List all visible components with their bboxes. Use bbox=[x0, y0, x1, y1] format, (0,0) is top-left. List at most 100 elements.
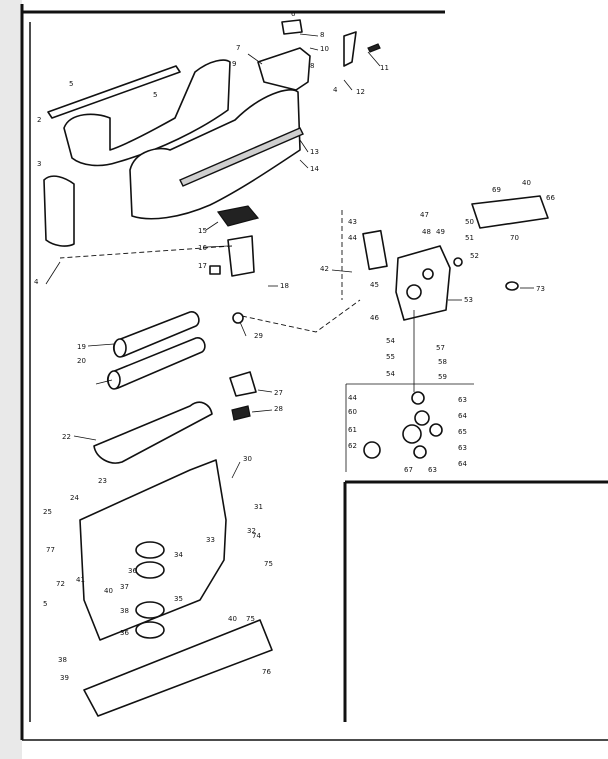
label-5c: 5 bbox=[43, 600, 47, 608]
label-33: 33 bbox=[206, 536, 215, 544]
part-pin-11 bbox=[367, 43, 381, 53]
part-bar-5 bbox=[47, 65, 181, 119]
roller-group bbox=[95, 311, 257, 421]
label-12: 12 bbox=[356, 88, 365, 96]
label-39: 39 bbox=[60, 674, 69, 682]
connector-lines bbox=[59, 210, 361, 333]
label-27: 27 bbox=[274, 389, 283, 397]
label-37: 37 bbox=[120, 583, 129, 591]
label-18: 18 bbox=[280, 282, 289, 290]
label-38a: 38 bbox=[120, 607, 129, 615]
label-66: 66 bbox=[546, 194, 555, 202]
label-57: 57 bbox=[436, 344, 445, 352]
label-34: 34 bbox=[174, 551, 183, 559]
part-gear-59 bbox=[411, 391, 425, 405]
label-65: 65 bbox=[458, 428, 467, 436]
label-55: 55 bbox=[386, 353, 395, 361]
part-housing-45 bbox=[395, 245, 451, 321]
part-ring-34 bbox=[135, 541, 165, 559]
label-75b: 75 bbox=[246, 615, 255, 623]
label-67: 67 bbox=[404, 466, 413, 474]
label-20: 20 bbox=[77, 357, 86, 365]
part-housing-main bbox=[129, 89, 301, 220]
label-54b: 54 bbox=[386, 370, 395, 378]
part-lever-12 bbox=[343, 31, 357, 67]
label-76: 76 bbox=[262, 668, 271, 676]
label-16: 16 bbox=[198, 244, 207, 252]
label-73: 73 bbox=[536, 285, 545, 293]
label-42: 42 bbox=[320, 265, 329, 273]
part-gear-64 bbox=[413, 445, 427, 459]
label-50: 50 bbox=[465, 218, 474, 226]
label-5: 5 bbox=[69, 80, 73, 88]
label-64b: 64 bbox=[458, 460, 467, 468]
label-62: 62 bbox=[348, 442, 357, 450]
label-36b: 36 bbox=[120, 629, 129, 637]
label-59: 59 bbox=[438, 373, 447, 381]
label-63c: 63 bbox=[428, 466, 437, 474]
label-9: 9 bbox=[232, 60, 236, 68]
part-plate-43 bbox=[362, 229, 388, 271]
lower-frame-group bbox=[79, 401, 273, 717]
label-46: 46 bbox=[370, 314, 379, 322]
label-43: 43 bbox=[348, 218, 357, 226]
label-77: 77 bbox=[46, 546, 55, 554]
label-58: 58 bbox=[438, 358, 447, 366]
label-75a: 75 bbox=[264, 560, 273, 568]
part-gear-61 bbox=[402, 424, 422, 444]
label-2: 2 bbox=[37, 116, 41, 124]
part-block-28 bbox=[231, 405, 251, 421]
part-washer-52 bbox=[453, 257, 463, 267]
label-63a: 63 bbox=[458, 396, 467, 404]
label-54a: 54 bbox=[386, 337, 395, 345]
part-cube-17 bbox=[209, 265, 221, 275]
label-31: 31 bbox=[254, 503, 263, 511]
label-45: 45 bbox=[370, 281, 379, 289]
label-35: 35 bbox=[174, 595, 183, 603]
part-ring-38 bbox=[135, 621, 165, 639]
label-6: 6 bbox=[291, 10, 296, 18]
label-41: 41 bbox=[76, 576, 85, 584]
label-51: 51 bbox=[465, 234, 474, 242]
label-40a: 40 bbox=[104, 587, 113, 595]
label-48: 48 bbox=[422, 228, 431, 236]
part-panel-3 bbox=[43, 175, 75, 247]
label-8b: 8 bbox=[310, 62, 314, 70]
part-gear-63 bbox=[414, 410, 430, 426]
label-4-left: 4 bbox=[34, 278, 39, 286]
label-8: 8 bbox=[320, 31, 324, 39]
label-40b: 40 bbox=[228, 615, 237, 623]
label-64a: 64 bbox=[458, 412, 467, 420]
label-44a: 44 bbox=[348, 234, 357, 242]
label-11: 11 bbox=[380, 64, 389, 72]
label-36a: 36 bbox=[128, 567, 137, 575]
part-cover-66 bbox=[471, 195, 549, 229]
label-53: 53 bbox=[464, 296, 473, 304]
label-25: 25 bbox=[43, 508, 52, 516]
label-47: 47 bbox=[420, 211, 429, 219]
part-disc-62 bbox=[363, 441, 381, 459]
part-base-39 bbox=[83, 619, 273, 717]
part-holder-16 bbox=[227, 235, 255, 277]
label-60: 60 bbox=[348, 408, 357, 416]
leader-lines bbox=[45, 33, 534, 479]
gearbox-group bbox=[345, 195, 549, 472]
label-70: 70 bbox=[510, 234, 519, 242]
part-cap-8 bbox=[281, 19, 303, 35]
label-19: 19 bbox=[77, 343, 86, 351]
part-ring-36 bbox=[135, 601, 165, 619]
part-rod-13 bbox=[179, 127, 304, 187]
part-hood-2 bbox=[63, 59, 231, 167]
part-bearing-29 bbox=[232, 312, 244, 324]
label-32: 32 bbox=[247, 527, 256, 535]
label-5b: 5 bbox=[153, 91, 157, 99]
label-49: 49 bbox=[436, 228, 445, 236]
label-61: 61 bbox=[348, 426, 357, 434]
label-4-top: 4 bbox=[333, 86, 338, 94]
part-belt-22 bbox=[93, 401, 213, 464]
part-ring-35 bbox=[135, 561, 165, 579]
part-bracket-7 bbox=[257, 47, 311, 91]
part-clip-27 bbox=[229, 371, 257, 397]
label-29: 29 bbox=[254, 332, 263, 340]
